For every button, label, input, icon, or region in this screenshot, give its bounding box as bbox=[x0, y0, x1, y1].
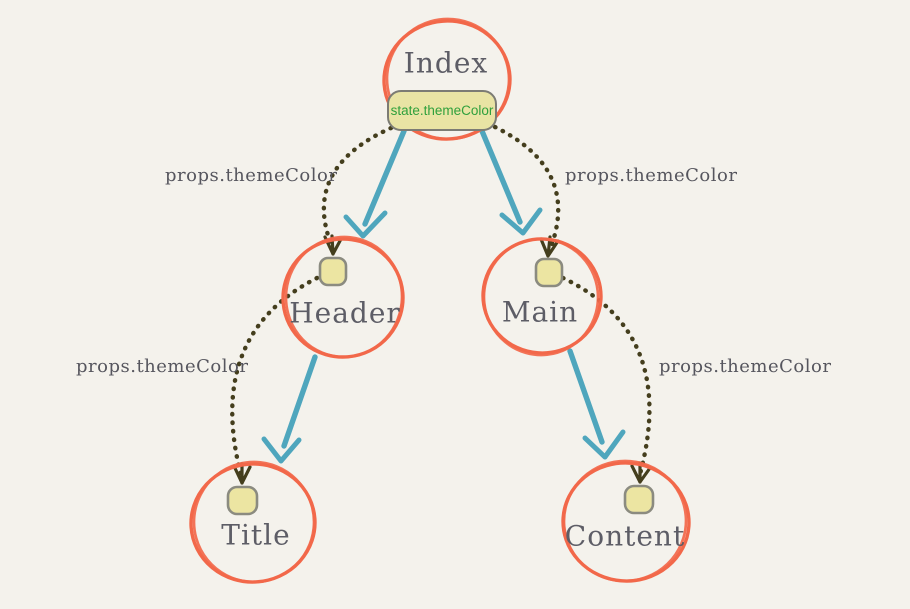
node-circle-index bbox=[382, 17, 512, 141]
node-label-title: Title bbox=[221, 518, 291, 552]
node-label-index: Index bbox=[403, 46, 489, 80]
child-arrow-main-content bbox=[567, 348, 626, 460]
props-port-main bbox=[534, 257, 564, 288]
props-label-main-content: props.themeColor bbox=[659, 356, 832, 377]
node-circle-content bbox=[561, 459, 691, 583]
child-arrow-index-main bbox=[479, 128, 543, 236]
props-label-index-main: props.themeColor bbox=[565, 165, 738, 186]
node-circle-header bbox=[281, 235, 405, 359]
node-label-header: Header bbox=[289, 296, 401, 330]
props-port-content bbox=[623, 484, 655, 515]
node-circle-main bbox=[481, 237, 603, 357]
props-port-header bbox=[318, 256, 348, 287]
props-label-index-header: props.themeColor bbox=[165, 165, 338, 186]
child-arrow-index-header bbox=[343, 128, 407, 239]
state-badge-label: state.themeColor bbox=[390, 103, 494, 118]
props-label-header-title: props.themeColor bbox=[76, 356, 249, 377]
props-port-title bbox=[226, 485, 259, 516]
child-arrow-header-title bbox=[261, 354, 318, 464]
node-label-content: Content bbox=[564, 519, 686, 553]
state-badge: state.themeColor bbox=[387, 90, 497, 131]
node-circle-title bbox=[189, 460, 317, 584]
props-flow-header-title bbox=[230, 275, 320, 485]
node-label-main: Main bbox=[501, 295, 579, 329]
